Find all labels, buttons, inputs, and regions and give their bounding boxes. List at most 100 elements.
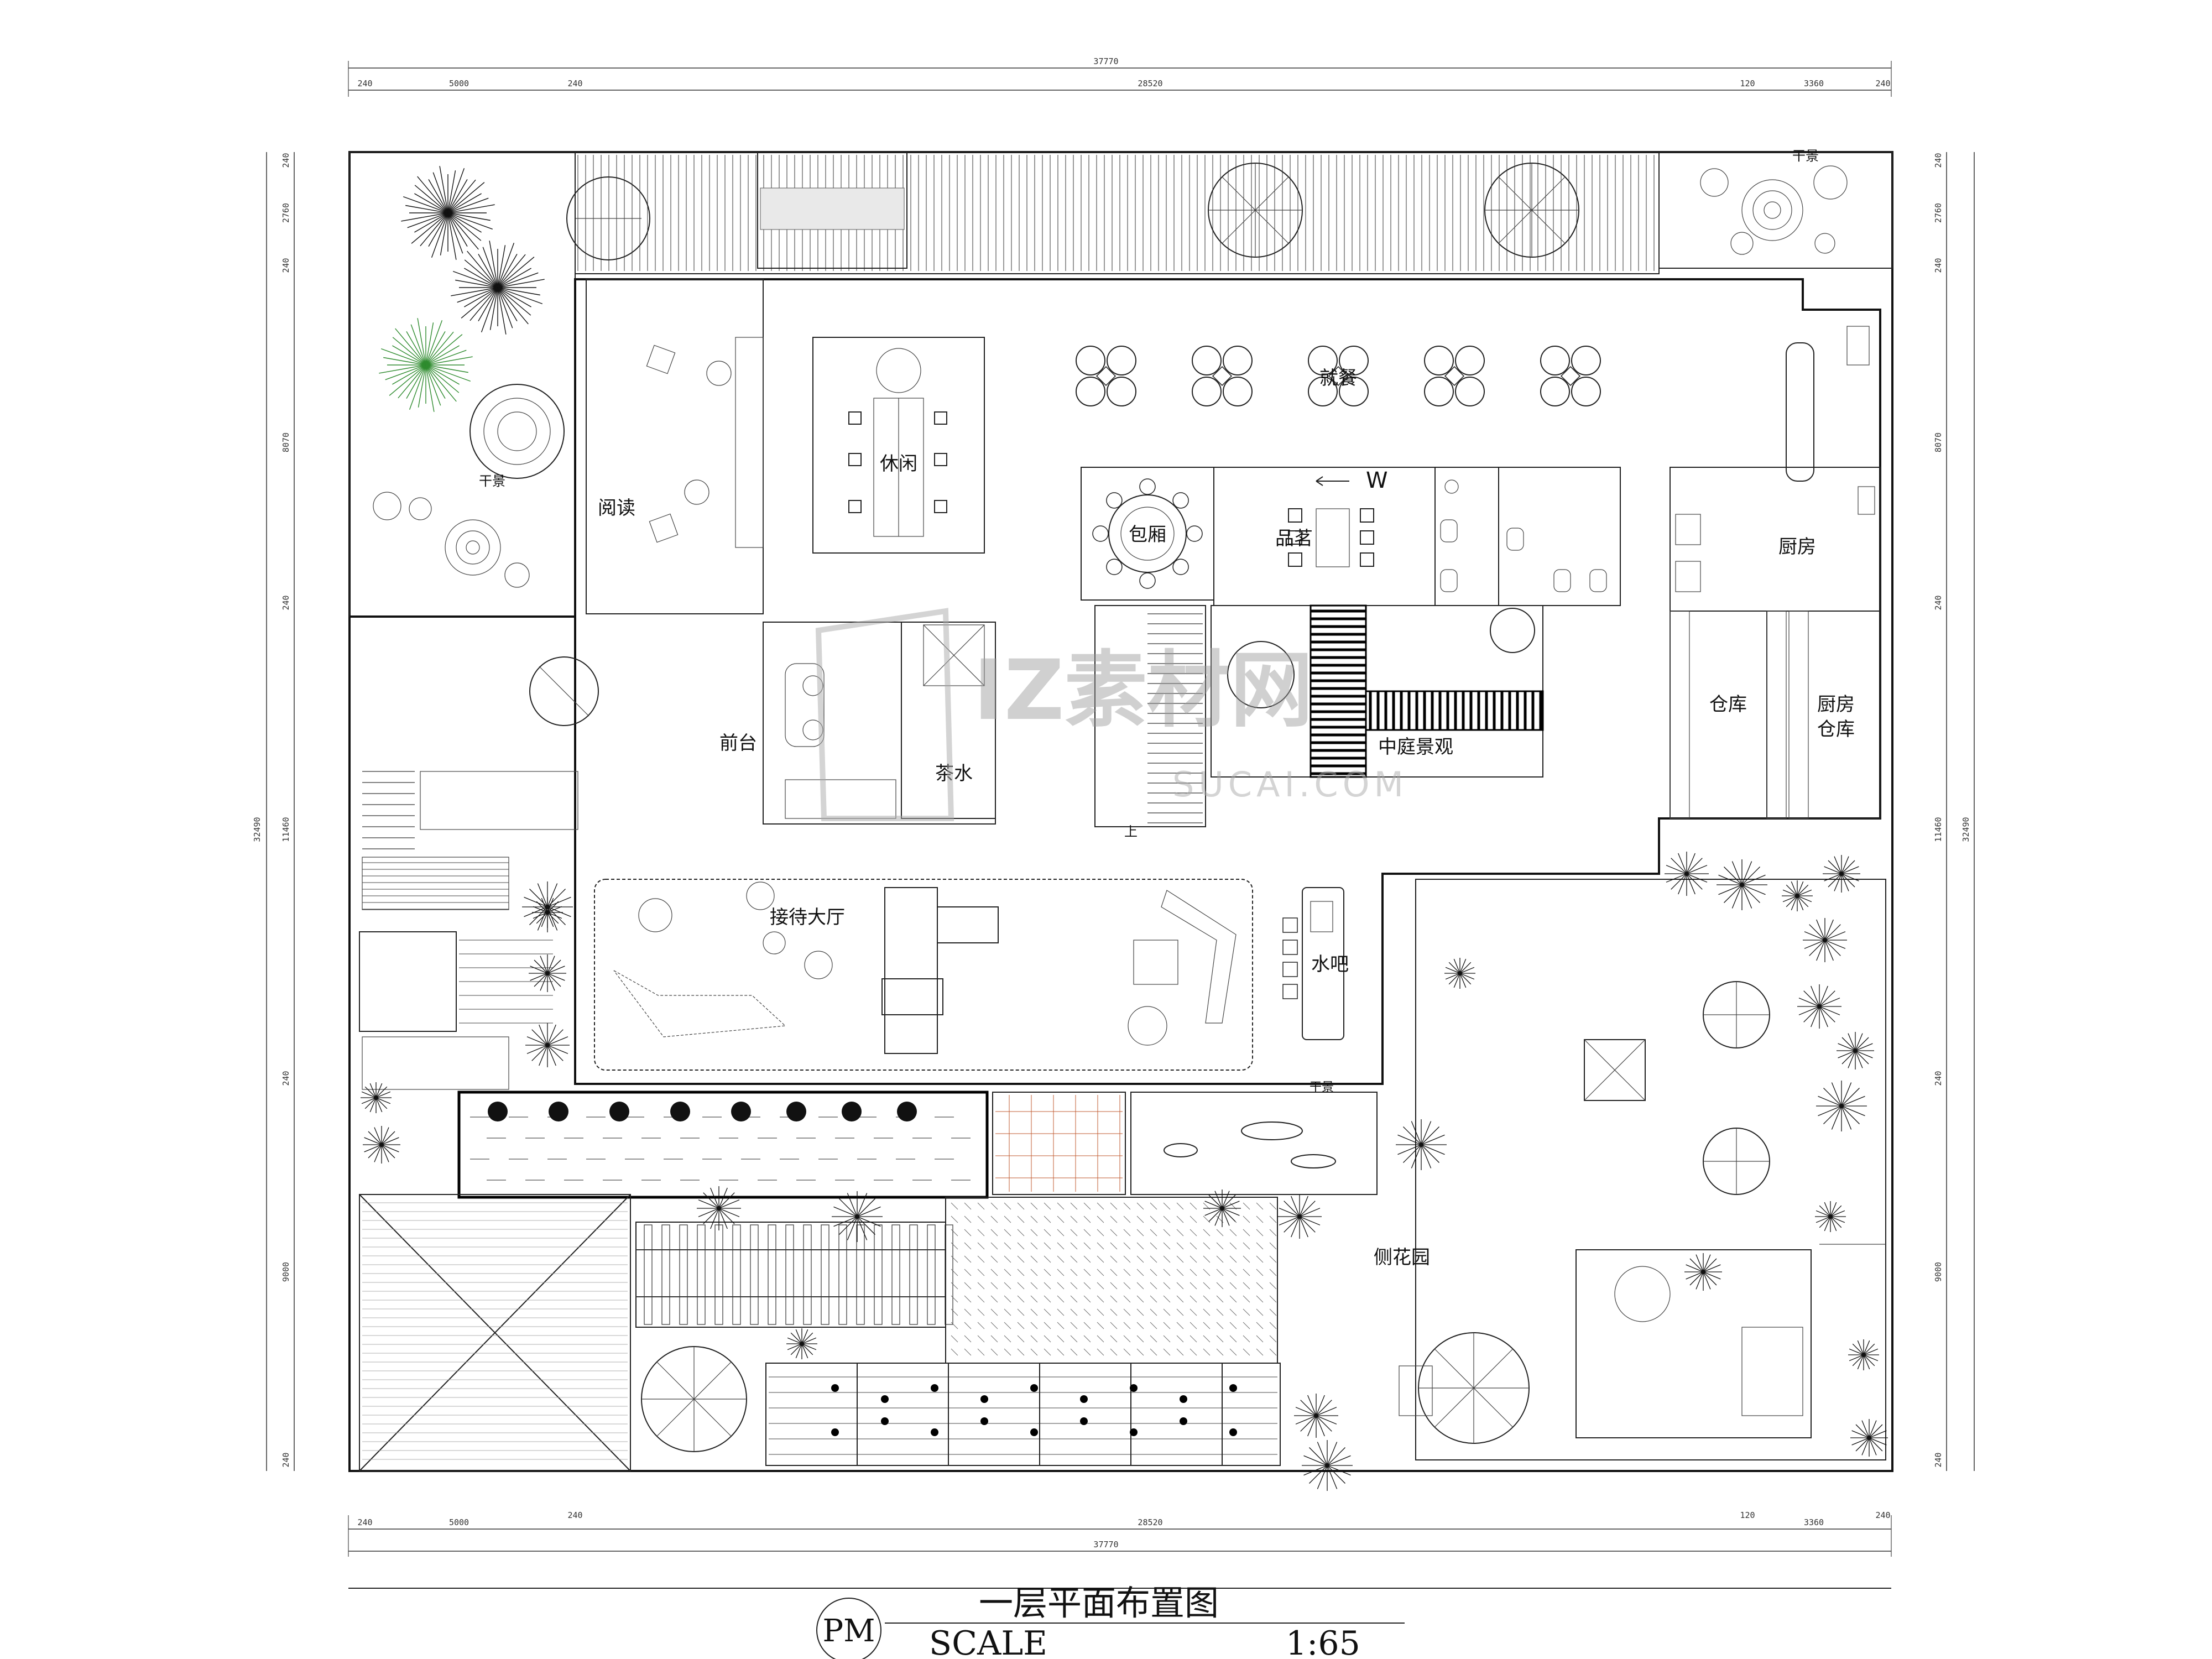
right-dim-4: 8070 (1933, 432, 1943, 452)
top-total-dim: 37770 (1093, 56, 1118, 66)
tea-tasting-room: W 品茗 (1213, 467, 1436, 606)
tea-water-label: 茶水 (935, 763, 973, 785)
reception-desk: 前台 (719, 622, 996, 825)
atrium-landscape: 中庭景观 (1211, 604, 1544, 778)
large-tree-canopy (641, 1346, 747, 1452)
grid-courtyard (992, 1092, 1126, 1195)
right-dim-1: 240 (1933, 153, 1943, 168)
dry-scape-middle: 干景 (1130, 1081, 1378, 1195)
starburst-tree-1 (401, 166, 495, 260)
right-dim-9: 240 (1933, 1452, 1943, 1467)
herringbone-path (945, 1197, 1278, 1364)
private-room-label: 包厢 (1129, 524, 1166, 546)
left-dim-6: 11460 (281, 817, 291, 842)
bottom-dim-2: 5000 (449, 1517, 469, 1527)
staircase: 上 (1094, 605, 1206, 839)
dry-scape-left-garden: 干景 (349, 152, 576, 617)
green-palm-tree (379, 318, 473, 412)
right-dim-7: 240 (1933, 1071, 1943, 1086)
kitchen-warehouse: 厨房 仓库 (1766, 611, 1881, 819)
left-dim-2: 2760 (281, 203, 291, 223)
atrium-label: 中庭景观 (1378, 736, 1453, 758)
leisure-platform-deck (566, 152, 1660, 274)
dry-scape-top-right-label: 干景 (1792, 148, 1819, 164)
stairs-up-label: 上 (1124, 824, 1138, 839)
bottom-planters (765, 1363, 1281, 1466)
right-dim-2: 2760 (1933, 203, 1943, 223)
drawing-code: PM (822, 1613, 875, 1649)
reading-room: 阅读 (586, 279, 764, 614)
left-total-dim: 32490 (252, 817, 262, 842)
top-dim-5: 120 (1740, 79, 1755, 88)
watermark-brand: IZ素材网 (973, 643, 1313, 739)
scale-value: 1:65 (1286, 1624, 1360, 1659)
kitchen-warehouse-label-1: 厨房 (1817, 693, 1855, 716)
bottom-left-deck (359, 1194, 631, 1472)
water-bar-label: 水吧 (1311, 953, 1349, 975)
kitchen-warehouse-label-2: 仓库 (1817, 718, 1855, 740)
water-bar: 水吧 (1282, 887, 1349, 1040)
left-dimensions: 32490 240 2760 240 8070 240 11460 240 90… (252, 152, 295, 1471)
left-dim-3: 240 (281, 258, 291, 273)
right-dimensions: 32490 240 2760 240 8070 240 11460 240 90… (1933, 152, 1975, 1471)
dry-scape-top-right: 干景 (1658, 148, 1893, 269)
lobby-label: 接待大厅 (770, 906, 845, 928)
landscape-trees (361, 852, 1888, 1491)
title-block: PM 一层平面布置图 SCALE 1:65 (348, 1583, 1891, 1659)
starburst-tree-2 (451, 241, 545, 335)
left-dim-8: 9000 (281, 1262, 291, 1282)
left-dim-5: 240 (281, 595, 291, 610)
bottom-dim-5: 120 (1740, 1510, 1755, 1520)
bottom-dim-4: 28520 (1138, 1517, 1162, 1527)
top-dim-3: 240 (567, 79, 582, 88)
right-dim-3: 240 (1933, 258, 1943, 273)
top-dim-1: 240 (357, 79, 372, 88)
building-walls (349, 278, 1881, 1085)
left-dim-9: 240 (281, 1452, 291, 1467)
leisure-label: 休闲 (880, 453, 917, 475)
pergola (635, 1222, 953, 1328)
reception-lobby: 接待大厅 (594, 879, 1253, 1071)
kitchen: 厨房 (1670, 326, 1881, 612)
bottom-dimensions: 240 5000 240 28520 120 3360 240 37770 (348, 1510, 1892, 1557)
private-room: 包厢 (1081, 467, 1214, 601)
bottom-dim-6: 3360 (1804, 1517, 1824, 1527)
leisure-area: 休闲 (812, 337, 985, 554)
top-dim-2: 5000 (449, 79, 469, 88)
patio-umbrella-1 (1208, 163, 1303, 258)
top-dimensions: 37770 240 5000 240 28520 120 3360 240 (348, 56, 1892, 97)
left-dim-7: 240 (281, 1071, 291, 1086)
dining-area: 就餐 (1076, 346, 1601, 406)
top-dim-4: 28520 (1138, 79, 1162, 88)
left-dim-4: 8070 (281, 432, 291, 452)
right-total-dim: 32490 (1961, 817, 1971, 842)
tea-tasting-label: 品茗 (1275, 528, 1313, 550)
drawing-title: 一层平面布置图 (979, 1583, 1219, 1623)
patio-umbrella-2 (1484, 163, 1579, 258)
entry-door (529, 656, 599, 726)
right-dim-6: 11460 (1933, 817, 1943, 842)
watermark-domain: SUCAI.COM (1172, 764, 1408, 805)
restrooms (1434, 467, 1621, 606)
water-channel (457, 1091, 989, 1199)
bottom-dim-7: 240 (1875, 1510, 1890, 1520)
left-dim-1: 240 (281, 153, 291, 168)
bottom-dim-1: 240 (357, 1517, 372, 1527)
restroom-mark: W (1366, 468, 1388, 493)
dry-scape-left-label: 干景 (479, 473, 505, 489)
bottom-total-dim: 37770 (1093, 1540, 1118, 1550)
reading-label: 阅读 (598, 497, 635, 519)
bottom-dim-3: 240 (567, 1510, 582, 1520)
dry-scape-middle-label: 干景 (1310, 1081, 1334, 1094)
dining-label: 就餐 (1319, 367, 1357, 389)
warehouse: 仓库 (1670, 611, 1767, 819)
right-dim-5: 240 (1933, 595, 1943, 610)
side-garden-label: 侧花园 (1374, 1246, 1430, 1269)
top-dim-7: 240 (1875, 79, 1890, 88)
left-middle-deck (359, 771, 578, 1090)
warehouse-label: 仓库 (1709, 693, 1747, 716)
top-dim-6: 3360 (1804, 79, 1824, 88)
scale-label: SCALE (929, 1624, 1047, 1659)
right-dim-8: 9000 (1933, 1262, 1943, 1282)
